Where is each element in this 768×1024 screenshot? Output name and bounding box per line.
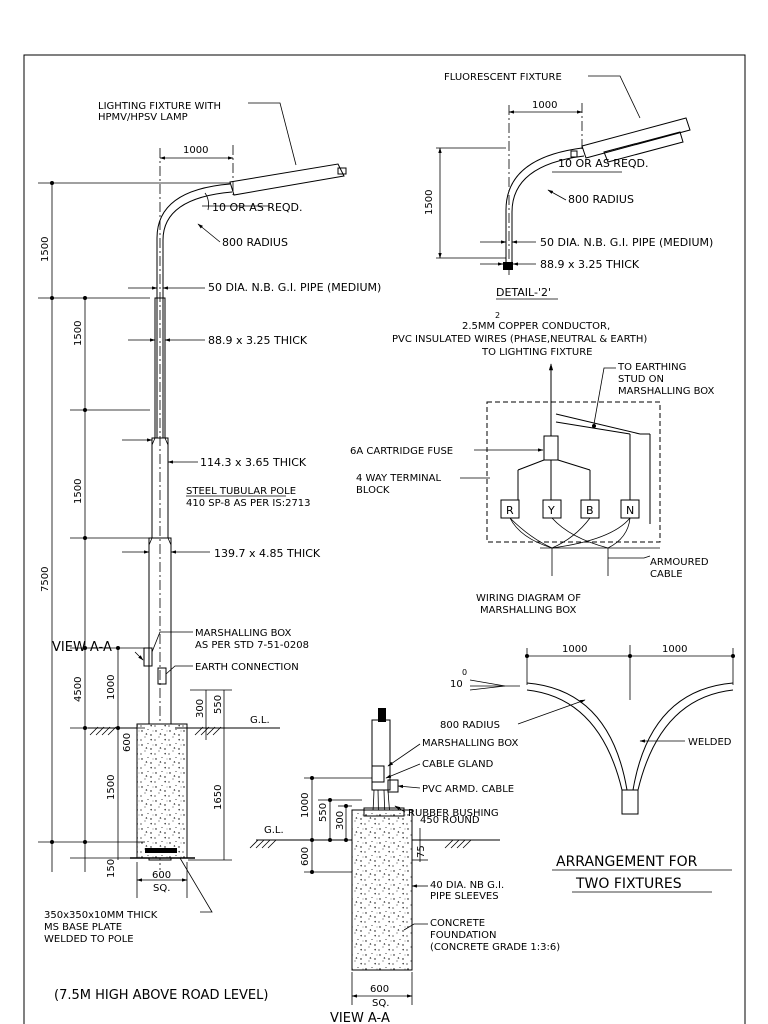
two-title-2: TWO FIXTURES — [575, 876, 682, 892]
earthing-label-3: MARSHALLING BOX — [618, 386, 715, 397]
view-dim-550: 550 — [318, 803, 329, 822]
view-marshalling-box: MARSHALLING BOX — [422, 738, 519, 749]
two-angle-sup: 0 — [462, 668, 467, 677]
detail-dim-1000: 1000 — [532, 100, 557, 111]
view-450-round: 450 ROUND — [420, 815, 480, 826]
terminal-n: N — [626, 504, 634, 517]
view-rubber-bushing: RUBBER BUSHING — [408, 808, 499, 819]
view-dim-600: 600 — [300, 847, 311, 866]
view-aa-callout: VIEW A-A — [52, 640, 112, 655]
fuse-label: 6A CARTRIDGE FUSE — [350, 446, 453, 457]
detail-pipe-label: 50 DIA. N.B. G.I. PIPE (MEDIUM) — [540, 236, 713, 249]
view-title: VIEW A-A — [330, 1011, 390, 1024]
conductor-label-1: 2.5MM COPPER CONDUCTOR, — [462, 321, 610, 332]
detail-dim-1500: 1500 — [424, 190, 435, 215]
radius-main: 800 RADIUS — [222, 236, 288, 249]
view-base-600: 600 — [370, 984, 389, 995]
terminal-r: R — [506, 504, 514, 517]
base-sq: SQ. — [153, 883, 170, 894]
conductor-label-3: TO LIGHTING FIXTURE — [481, 347, 592, 358]
view-pvc-cable: PVC ARMD. CABLE — [422, 784, 514, 795]
two-dim-left: 1000 — [562, 644, 587, 655]
view-dim-300: 300 — [335, 811, 346, 830]
earthing-label-2: STUD ON — [618, 374, 664, 385]
dim-7500: 7500 — [40, 567, 51, 592]
sec3-label: 139.7 x 4.85 THICK — [214, 547, 321, 560]
view-sleeves-2: PIPE SLEEVES — [430, 891, 499, 902]
wiring-caption-2: MARSHALLING BOX — [480, 605, 577, 616]
conductor-sup: 2 — [495, 311, 500, 320]
armoured-label-2: CABLE — [650, 569, 683, 580]
sec2-label: 114.3 x 3.65 THICK — [200, 456, 307, 469]
view-dim-1000: 1000 — [300, 793, 311, 818]
drawing-border — [23, 54, 746, 1024]
marshalling-box-label-1: MARSHALLING BOX — [195, 628, 292, 639]
view-concrete-1: CONCRETE — [430, 918, 485, 929]
two-angle: 10 — [450, 679, 463, 690]
gl-label-view: G.L. — [264, 825, 284, 836]
detail-radius: 800 RADIUS — [568, 193, 634, 206]
detail-angle-note: 10 OR AS REQD. — [558, 157, 649, 170]
fluorescent-fixture-label: FLUORESCENT FIXTURE — [444, 72, 562, 83]
lighting-fixture-label-1: LIGHTING FIXTURE WITH — [98, 101, 221, 112]
lighting-fixture-label-2: HPMV/HPSV LAMP — [98, 112, 188, 123]
view-cable-gland: CABLE GLAND — [422, 759, 494, 770]
view-base-sq: SQ. — [372, 998, 389, 1009]
terminal-label-1: 4 WAY TERMINAL — [356, 473, 442, 484]
angle-note-main: 10 OR AS REQD. — [212, 201, 303, 214]
detail-thick-label: 88.9 x 3.25 THICK — [540, 258, 640, 271]
two-fixtures-arrangement: 1000 1000 10 0 800 RADIUS WELDED ARRANGE… — [440, 644, 735, 893]
dim-150: 150 — [106, 859, 117, 878]
sec1-label: 88.9 x 3.25 THICK — [208, 334, 308, 347]
conductor-label-2: PVC INSULATED WIRES (PHASE,NEUTRAL & EAR… — [392, 334, 647, 345]
dim-600: 600 — [122, 733, 133, 752]
terminal-label-2: BLOCK — [356, 485, 390, 496]
two-dim-right: 1000 — [662, 644, 687, 655]
base-600: 600 — [152, 870, 171, 881]
view-sleeves-1: 40 DIA. NB G.I. — [430, 880, 504, 891]
terminal-y: Y — [547, 504, 555, 517]
two-welded: WELDED — [688, 737, 732, 748]
gl-label-main: G.L. — [250, 715, 270, 726]
dim-1500-found: 1500 — [106, 775, 117, 800]
base-plate-label-3: WELDED TO POLE — [44, 934, 134, 945]
pipe-top-label: 50 DIA. N.B. G.I. PIPE (MEDIUM) — [208, 281, 381, 294]
earth-connection-label: EARTH CONNECTION — [195, 662, 299, 673]
dim-300: 300 — [195, 699, 206, 718]
two-radius: 800 RADIUS — [440, 720, 500, 731]
view-concrete-2: FOUNDATION — [430, 930, 496, 941]
dim-550: 550 — [213, 695, 224, 714]
view-aa: G.L. 1000 550 300 600 75 MARSHALLING BOX… — [249, 708, 560, 1024]
base-plate-label-1: 350x350x10MM THICK — [44, 910, 158, 921]
detail-title: DETAIL-'2' — [496, 286, 551, 299]
pole-desc-1: STEEL TUBULAR POLE — [186, 486, 296, 497]
dim-4500: 4500 — [73, 677, 84, 702]
marshalling-box-label-2: AS PER STD 7-51-0208 — [195, 640, 309, 651]
armoured-label-1: ARMOURED — [650, 557, 709, 568]
terminal-block: R Y B N — [500, 499, 640, 519]
terminal-b: B — [586, 504, 594, 517]
wiring-diagram: 2.5MM COPPER CONDUCTOR, 2 PVC INSULATED … — [350, 311, 715, 616]
pole-desc-2: 410 SP-8 AS PER IS:2713 — [186, 498, 311, 509]
dim-1500-sec1: 1500 — [73, 321, 84, 346]
dim-1650: 1650 — [213, 785, 224, 810]
earthing-label-1: TO EARTHING — [617, 362, 686, 373]
main-pole-elevation: 1000 G.L. — [38, 101, 381, 1003]
wiring-caption-1: WIRING DIAGRAM OF — [476, 593, 581, 604]
base-plate-label-2: MS BASE PLATE — [44, 922, 122, 933]
detail-2: 1000 FLUORESCENT FIXTURE 10 OR AS REQD. … — [424, 72, 713, 300]
height-note: (7.5M HIGH ABOVE ROAD LEVEL) — [54, 988, 268, 1003]
two-title-1: ARRANGEMENT FOR — [556, 854, 698, 870]
dim-1000-top: 1000 — [183, 145, 208, 156]
dim-1500-top: 1500 — [40, 237, 51, 262]
view-dim-75: 75 — [416, 845, 427, 858]
dim-1000-vert: 1000 — [106, 675, 117, 700]
view-concrete-3: (CONCRETE GRADE 1:3:6) — [430, 942, 560, 953]
dim-1500-sec2: 1500 — [73, 479, 84, 504]
